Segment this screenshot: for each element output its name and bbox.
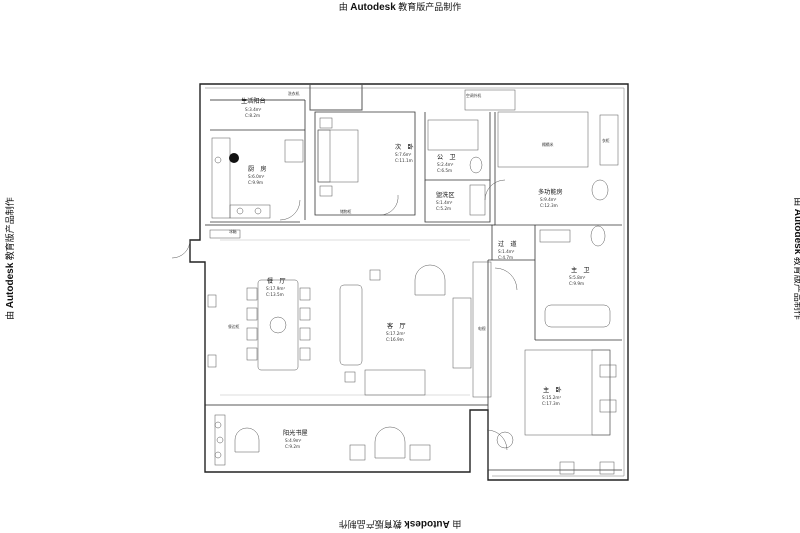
room-labels: 生活阳台 S:3.4m² C:8.2m 厨 房 S:6.0m² C:9.9m 次… [241, 97, 590, 449]
room-perimeter: C:5.2m [436, 206, 451, 211]
room-bath: 公 卫 S:2.4m² C:6.5m [437, 154, 456, 173]
room-perimeter: C:8.2m [245, 113, 260, 118]
watermark-prefix: 由 [338, 2, 348, 12]
room-name: 主 卧 [543, 386, 562, 394]
room-area: S:5.8m² [569, 275, 586, 280]
interior-walls [205, 100, 622, 471]
sofa [339, 261, 492, 398]
room-perimeter: C:13.5m [266, 292, 284, 297]
ac-unit-label: 空调外机 [466, 93, 481, 98]
doors [171, 179, 518, 451]
room-study: 阳光书屋 S:4.9m² C:9.2m [283, 429, 308, 449]
room-area: S:15.2m² [542, 395, 561, 400]
room-area: S:3.4m² [245, 107, 262, 112]
room-perimeter: C:9.9m [248, 180, 263, 185]
fridge-label: 冰箱 [229, 229, 237, 234]
tatami-label: 榻榻米 [542, 142, 554, 147]
room-masterbath: 主 卫 S:5.8m² C:9.9m [569, 266, 590, 286]
room-perimeter: C:16.9m [386, 337, 404, 342]
room-area: S:17.9m² [266, 286, 285, 291]
room-name: 客 厅 [387, 322, 406, 330]
watermark-brand: Autodesk [350, 2, 396, 13]
room-area: S:4.9m² [285, 438, 302, 443]
room-name: 过 道 [498, 240, 517, 248]
room-perimeter: C:12.3m [540, 203, 558, 208]
cabinet [464, 89, 619, 168]
room-perimeter: C:4.7m [498, 255, 513, 260]
room-bedroom2: 次 卧 S:7.6m² C:11.1m [395, 143, 414, 163]
tv-label: 电视 [478, 326, 486, 331]
room-area: S:2.4m² [437, 162, 454, 167]
watermark-top: 由 Autodesk 教育版产品制作 [0, 0, 800, 13]
room-perimeter: C:9.2m [285, 444, 300, 449]
fixture-labels: 空调外机 榻榻米 衣柜 洗衣机 冰箱 餐边柜 电视 储物柜 [228, 91, 610, 331]
room-name: 阳光书屋 [283, 429, 308, 437]
room-area: S:1.4m² [436, 200, 453, 205]
room-name: 次 卧 [395, 143, 414, 151]
room-dining: 餐 厅 S:17.9m² C:13.5m [266, 277, 286, 297]
dining-table [207, 279, 311, 371]
room-name: 主 卫 [571, 266, 590, 274]
master-bed [496, 349, 617, 475]
room-name: 厨 房 [248, 165, 267, 173]
room-name: 生活阳台 [241, 97, 266, 105]
washer-label: 洗衣机 [288, 91, 300, 96]
room-wash: 盥洗区 S:1.4m² C:5.2m [436, 191, 455, 211]
room-corridor: 过 道 S:1.4m² C:4.7m [498, 240, 517, 260]
room-area: S:9.4m² [540, 197, 557, 202]
kitchen-counter [209, 137, 304, 239]
room-perimeter: C:17.3m [542, 401, 560, 406]
room-multi: 多功能房 S:9.4m² C:12.3m [538, 188, 563, 208]
sideboard-label: 餐边柜 [228, 324, 240, 329]
watermark-suffix: 教育版产品制作 [398, 2, 462, 12]
room-master: 主 卧 S:15.2m² C:17.3m [542, 386, 562, 406]
wardrobe-label: 衣柜 [602, 138, 610, 143]
room-perimeter: C:11.1m [395, 158, 413, 163]
room-name: 公 卫 [437, 154, 456, 161]
room-perimeter: C:6.5m [437, 168, 452, 173]
bath-fixtures [427, 119, 611, 328]
room-name: 多功能房 [538, 188, 563, 196]
room-area: S:7.6m² [395, 152, 412, 157]
study-furniture [214, 414, 431, 466]
room-area: S:6.0m² [248, 174, 265, 179]
plant-icon [229, 153, 239, 163]
room-living: 客 厅 S:17.2m² C:16.9m [386, 322, 406, 342]
room-kitchen: 厨 房 S:6.0m² C:9.9m [248, 165, 267, 185]
room-perimeter: C:9.9m [569, 281, 584, 286]
cabinet-label: 储物柜 [340, 209, 352, 214]
room-name: 餐 厅 [267, 277, 286, 285]
room-balcony: 生活阳台 S:3.4m² C:8.2m [241, 97, 266, 118]
room-name: 盥洗区 [436, 191, 455, 199]
room-area: S:17.2m² [386, 331, 405, 336]
room-area: S:1.4m² [498, 249, 515, 254]
bed-small [317, 117, 359, 197]
